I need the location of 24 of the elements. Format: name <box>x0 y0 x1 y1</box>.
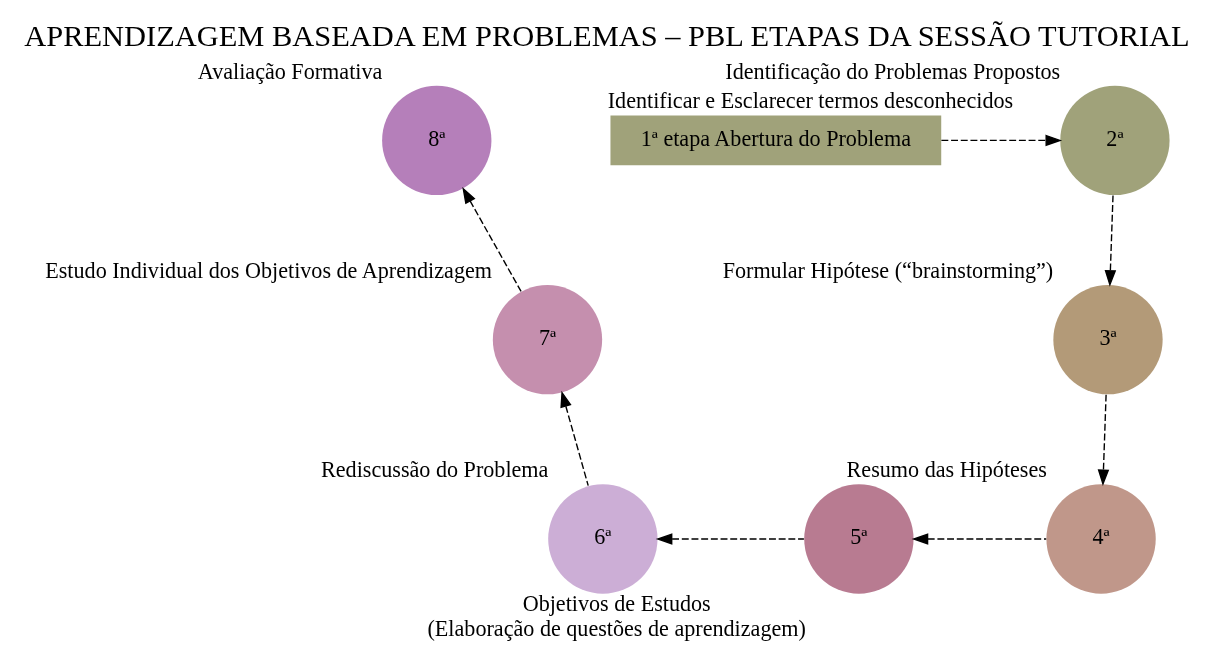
diagram-title: APRENDIZAGEM BASEADA EM PROBLEMAS – PBL ETAPAS DA SESSÃO TUTORIAL <box>24 18 1190 53</box>
node-label: Rediscussão do Problema <box>321 456 549 482</box>
arrow <box>462 186 522 292</box>
node-circle: 7ª <box>492 284 603 394</box>
node-label: Identificar e Esclarecer termos desconhecidos <box>607 87 1014 113</box>
arrow <box>560 390 589 486</box>
arrow <box>911 532 1047 545</box>
node-label: Estudo Individual dos Objetivos de Aprendizagem <box>45 257 492 283</box>
node-circle: 5ª <box>804 483 914 594</box>
node-box: 1ª etapa Abertura do Problema <box>610 115 942 165</box>
node-circle: 3ª <box>1053 284 1163 394</box>
node-circle: 2ª <box>1060 85 1170 195</box>
arrow <box>940 134 1063 146</box>
arrow <box>1097 393 1110 486</box>
node-label: Resumo das Hipóteses <box>846 456 1047 482</box>
node-label: Identificação do Problemas Propostos <box>725 58 1061 84</box>
node-label: (Elaboração de questões de aprendizagem) <box>427 615 806 641</box>
node-label: Avaliação Formativa <box>197 58 383 84</box>
arrow <box>655 532 805 545</box>
arrow <box>1104 194 1117 287</box>
node-circle: 8ª <box>382 85 492 195</box>
node-circle: 6ª <box>548 483 658 594</box>
node-label: Formular Hipótese (“brainstorming”) <box>722 257 1054 283</box>
node-circle: 4ª <box>1046 483 1156 594</box>
